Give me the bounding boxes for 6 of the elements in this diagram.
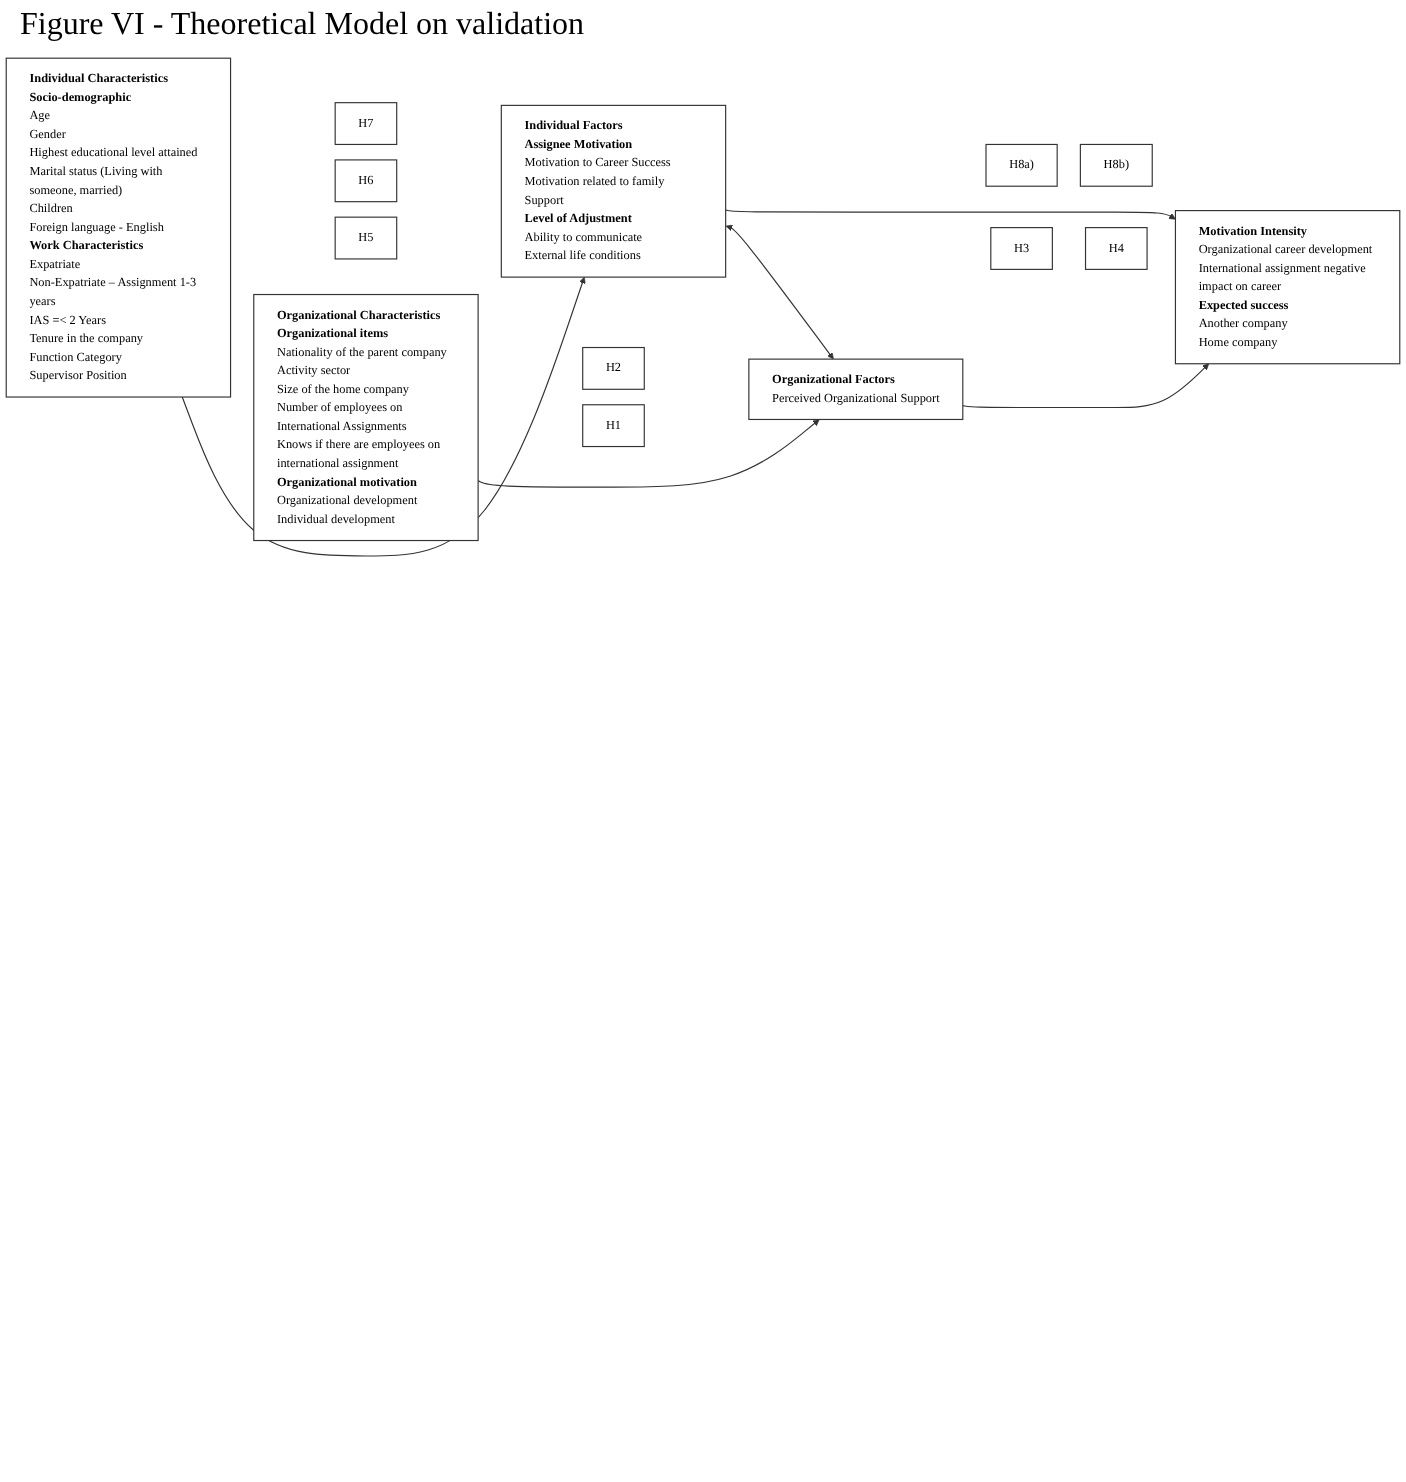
arrow <box>181 276 586 557</box>
arrow <box>725 224 834 360</box>
arrow <box>962 363 1210 409</box>
figure-title: Figure VI - Theoretical Model on validation <box>20 8 587 44</box>
arrow <box>725 209 1176 220</box>
arrow <box>477 419 820 488</box>
